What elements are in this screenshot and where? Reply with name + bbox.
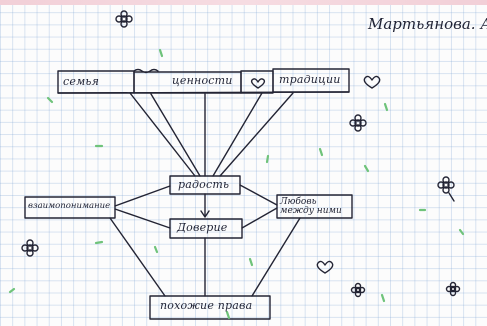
label-values: ценности: [172, 74, 233, 87]
connector-lines: [109, 92, 301, 297]
label-family: семья: [63, 75, 100, 88]
author-signature: Мартьянова. А: [368, 15, 487, 33]
leaf-icon: [8, 48, 465, 320]
pink-top-strip: [0, 0, 487, 5]
top-box-connector: [240, 70, 274, 94]
left-box: [24, 196, 116, 219]
label-love: Любовь между ними: [280, 197, 342, 216]
top-row-base: [57, 91, 350, 94]
label-traditions: традиции: [279, 73, 341, 86]
flower-icon: [21, 10, 461, 298]
right-box: [276, 194, 353, 219]
label-joy: радость: [178, 178, 230, 191]
label-understanding: взаимопонимание: [28, 201, 111, 211]
heart-icon: [250, 75, 381, 274]
label-trust: Доверие: [177, 221, 228, 234]
bottom-box: [149, 295, 271, 320]
label-equal-rights: похожие права: [160, 299, 253, 312]
top-box-group: [57, 68, 350, 94]
